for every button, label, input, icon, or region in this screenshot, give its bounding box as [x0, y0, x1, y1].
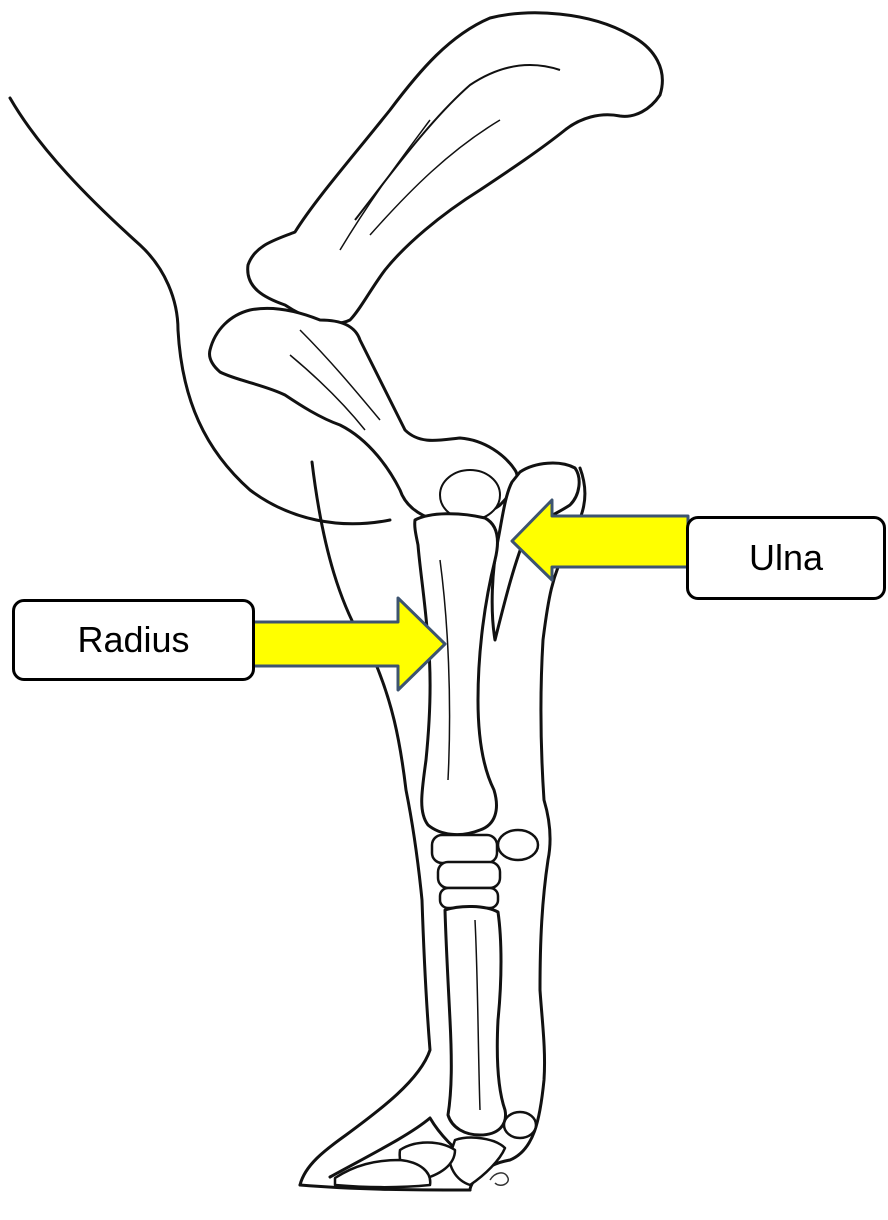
- carpal-bones: [432, 830, 538, 908]
- scapula-bone: [248, 13, 663, 323]
- radius-label-box: Radius: [12, 599, 255, 681]
- ulna-pointer-arrow: [512, 500, 688, 580]
- cannon-bone: [445, 906, 506, 1135]
- ulna-label-box: Ulna: [686, 516, 886, 600]
- sesamoid-bone: [504, 1112, 536, 1138]
- coffin-bone: [335, 1160, 430, 1187]
- artist-signature: [490, 1173, 508, 1185]
- radius-bone: [415, 514, 498, 835]
- humerus-bone: [209, 308, 517, 522]
- radius-label-text: Radius: [77, 619, 189, 661]
- ulna-label-text: Ulna: [749, 537, 823, 579]
